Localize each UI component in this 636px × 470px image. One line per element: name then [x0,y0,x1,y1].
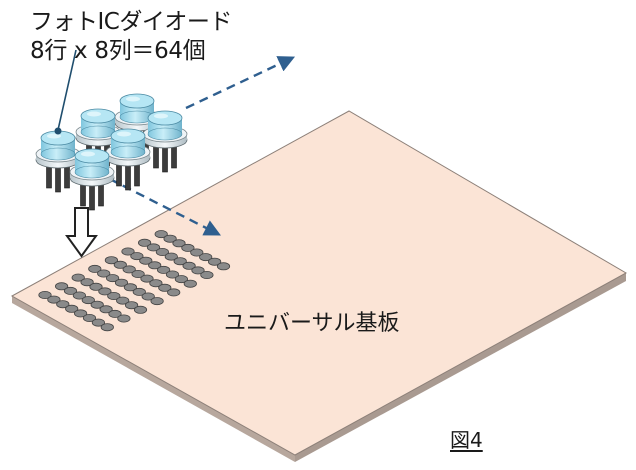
hole [38,290,52,299]
hole [108,309,122,318]
hole [148,261,162,270]
hole [155,247,169,256]
hole [80,278,94,287]
component-count: 8行 x 8列＝64個 [30,38,206,64]
hole [199,253,213,262]
hole [89,282,103,291]
hole [56,300,70,309]
board-side-edge [12,296,295,462]
hole [125,301,139,310]
hole [174,275,188,284]
hole [158,283,172,292]
hole [63,286,78,295]
hole [65,304,79,313]
figure-label: 図4 [450,428,483,452]
hole [139,256,153,265]
hole [130,252,144,261]
hole [164,252,178,261]
hole [200,270,214,279]
callout-leader [54,49,77,135]
photo-diode [35,130,81,193]
hole [216,262,231,271]
hole [154,230,168,239]
hole [191,266,205,275]
hole [54,282,69,291]
hole [138,238,152,247]
hole [104,256,119,265]
hole [146,243,161,252]
hole [71,273,85,282]
down-arrow [65,207,98,258]
hole [107,291,121,300]
hole [88,264,102,273]
photo-diode [142,110,188,173]
hole-grid [38,230,231,332]
hole [97,269,111,278]
dashed-arrow-to-top-right [185,56,296,110]
hole [91,318,106,327]
hole [72,291,87,300]
hole [190,248,204,257]
photo-diode-group [35,93,188,211]
hole [173,257,187,266]
hole [117,314,131,323]
hole [150,297,164,306]
hole [121,247,135,256]
hole [182,261,196,270]
photo-diode [105,128,151,191]
hole [122,265,136,274]
hole [114,278,129,287]
board-label: ユニバーサル基板 [224,311,400,336]
hole [131,269,145,278]
hole [157,265,171,274]
hole [183,279,197,288]
hole [116,296,130,305]
hole [181,243,195,252]
hole [90,300,104,309]
hole [133,305,148,314]
hole [74,309,88,318]
board-front-edge [295,273,626,462]
universal-board [10,110,628,462]
hole [99,305,113,314]
hole [165,270,180,279]
hole [140,274,154,283]
hole [82,313,97,322]
hole [172,239,186,248]
hole [149,279,163,288]
hole [100,323,114,332]
hole [163,234,177,243]
photo-diode [69,148,115,211]
hole [208,257,222,266]
board-top [10,110,628,456]
hole [141,292,155,301]
hole [123,283,137,292]
hole [106,274,120,283]
hole [113,260,127,269]
hole [47,295,61,304]
hole [98,287,112,296]
hole [167,288,181,297]
component-title: フォトICダイオード [30,9,232,35]
hole [132,287,146,296]
hole [81,296,95,305]
